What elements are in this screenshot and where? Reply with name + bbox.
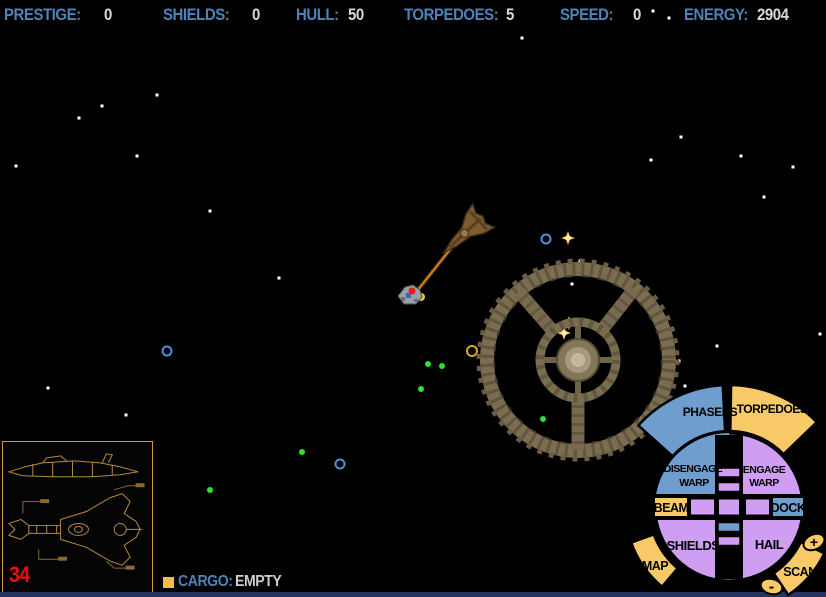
star (124, 413, 128, 417)
ship-panel-number: 34 (9, 562, 30, 587)
map-button[interactable] (629, 532, 680, 589)
minus-icon[interactable]: - (769, 579, 774, 596)
blue-ring-marker (540, 233, 552, 245)
blue-ring-marker (334, 458, 346, 470)
star (683, 384, 687, 388)
hud-label-energy: ENERGY: (684, 5, 748, 24)
hud-value-hull: 50 (348, 5, 364, 24)
plus-icon[interactable]: + (810, 534, 818, 550)
star (208, 209, 212, 213)
green-contact-dot (299, 449, 305, 455)
scan-label[interactable]: SCAN (783, 565, 817, 579)
dock-button[interactable] (771, 496, 805, 518)
dock-label[interactable]: DOCK (771, 501, 807, 515)
torpedoes-label[interactable]: TORPEDOES (737, 402, 809, 416)
star (578, 259, 582, 263)
star (715, 344, 719, 348)
green-contact-dot (418, 386, 424, 392)
star (14, 164, 18, 168)
star (791, 165, 795, 169)
ship-schematic-panel: 34 (2, 441, 153, 593)
star (155, 93, 159, 97)
cargo-icon (163, 577, 174, 588)
star (520, 36, 524, 40)
hud-value-prestige: 0 (104, 5, 112, 24)
green-contact-dot (439, 363, 445, 369)
hud-label-prestige: PRESTIGE: (4, 5, 81, 24)
cargo-value: EMPTY (235, 573, 282, 590)
hud-label-shields: SHIELDS: (163, 5, 230, 24)
player-ship[interactable] (397, 284, 423, 305)
hud-value-torpedoes: 5 (506, 5, 514, 24)
cargo-label: CARGO: (178, 573, 233, 590)
star (649, 158, 653, 162)
star (818, 332, 822, 336)
bottom-bar (0, 592, 826, 597)
dial-segment-right[interactable] (744, 497, 771, 517)
zoom-out-button[interactable] (759, 576, 784, 596)
star (46, 386, 50, 390)
yellow-ring-marker (466, 345, 478, 357)
green-contact-dot (207, 487, 213, 493)
disengage-warp-label-2[interactable]: WARP (679, 477, 709, 489)
star (679, 135, 683, 139)
star (100, 104, 104, 108)
blue-ring-marker (161, 345, 173, 357)
tractor-beam (416, 246, 453, 292)
hud-value-shields: 0 (252, 5, 260, 24)
zoom-in-button[interactable] (801, 531, 826, 554)
engage-warp-label-2[interactable]: WARP (749, 477, 779, 489)
dial-segment-left[interactable] (689, 497, 716, 517)
space-station[interactable] (476, 258, 680, 462)
star (277, 276, 281, 280)
disengage-warp-label-1[interactable]: DISENGAGE (664, 463, 724, 475)
dial-segment-center[interactable] (717, 497, 741, 517)
column-segment-3[interactable] (717, 521, 741, 533)
hud-label-hull: HULL: (296, 5, 339, 24)
hail-button-label[interactable]: HAIL (755, 537, 784, 552)
star (651, 9, 655, 13)
column-segment-1[interactable] (717, 467, 741, 478)
green-contact-dot (540, 416, 546, 422)
star (570, 282, 574, 286)
shields-button-label[interactable]: SHIELDS (667, 538, 721, 553)
command-pad: PHASERS TORPEDOES DISENGAGE WARP ENGAGE … (629, 383, 826, 597)
star (135, 154, 139, 158)
star (667, 16, 671, 20)
torpedoes-button[interactable] (729, 383, 819, 456)
hud-label-speed: SPEED: (560, 5, 614, 24)
hud-label-torpedoes: TORPEDOES: (404, 5, 499, 24)
star (762, 195, 766, 199)
hud-value-energy: 2904 (757, 5, 789, 24)
green-contact-dot (425, 361, 431, 367)
beam-button[interactable] (653, 496, 689, 518)
ship-blueprint (7, 453, 145, 570)
disengage-warp-button[interactable] (655, 433, 729, 507)
phasers-button[interactable] (636, 383, 727, 458)
star (739, 154, 743, 158)
star (77, 116, 81, 120)
column-segment-2[interactable] (717, 481, 741, 493)
map-label[interactable]: MAP (642, 559, 669, 573)
column-segment-4[interactable] (717, 535, 741, 547)
phasers-label[interactable]: PHASERS (683, 405, 739, 419)
hud-value-speed: 0 (633, 5, 641, 24)
enemy-ship[interactable] (433, 202, 497, 264)
engage-warp-label-1[interactable]: ENGAGE (743, 464, 787, 476)
beam-label[interactable]: BEAM (654, 501, 689, 515)
